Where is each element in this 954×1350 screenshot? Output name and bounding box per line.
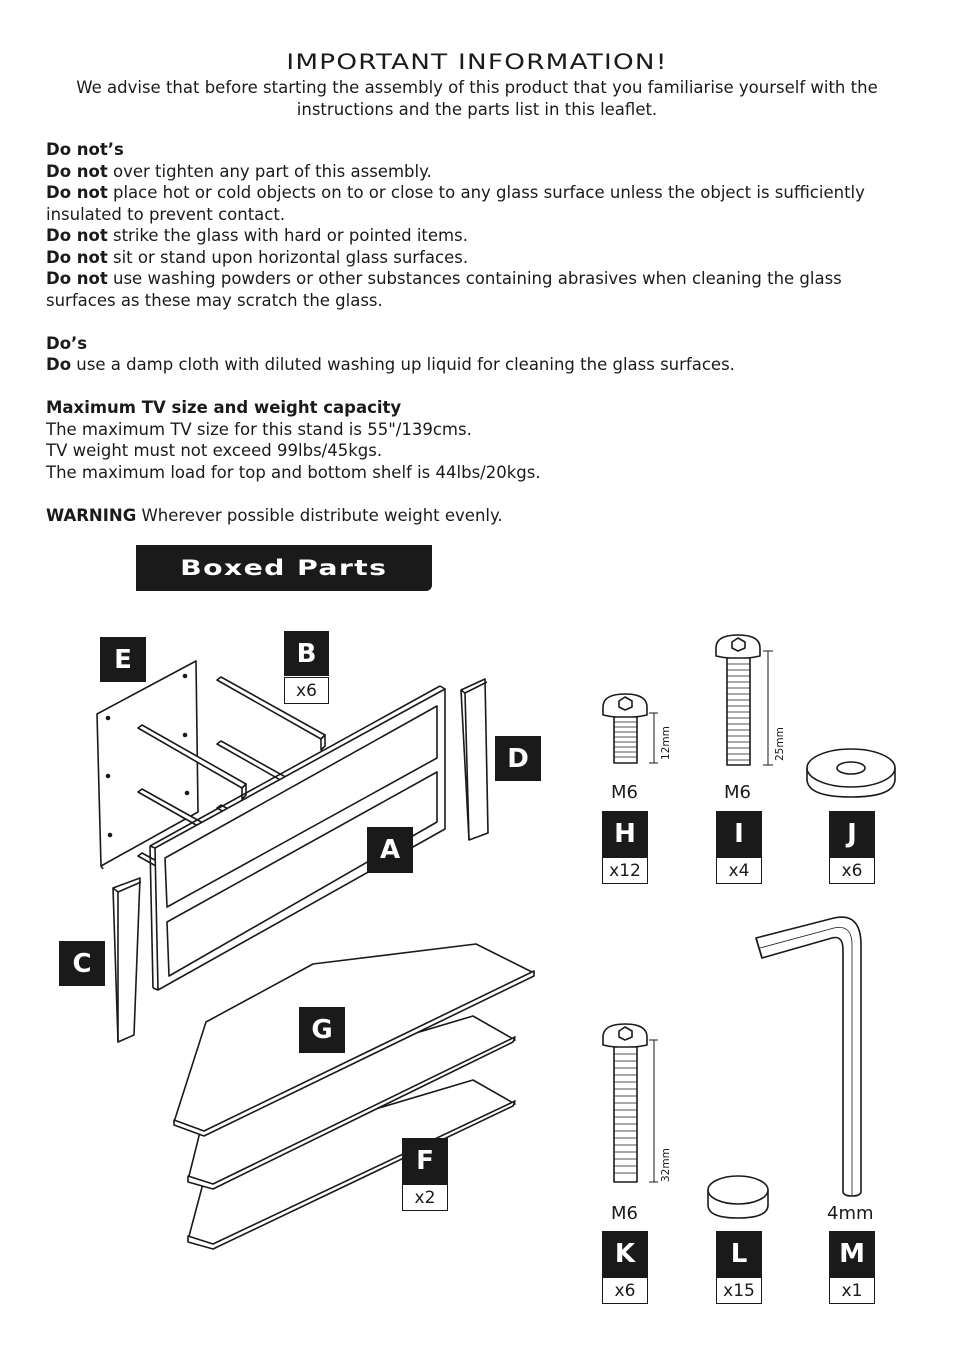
part-label-j: J (829, 811, 875, 857)
h-length-label: 12mm (660, 726, 672, 760)
part-a-drawing (149, 685, 446, 991)
part-k-drawing (602, 1023, 658, 1183)
part-j-drawing (806, 748, 896, 798)
part-h-drawing (602, 693, 658, 764)
dos-heading: Do’s (46, 333, 88, 353)
part-j-qty: x6 (829, 857, 875, 884)
dont-item: Do not sit or stand upon horizontal glas… (46, 247, 469, 267)
dont-item: Do not use washing powders or other subs… (46, 269, 842, 310)
part-k-qty: x6 (602, 1277, 648, 1304)
part-l-qty: x15 (716, 1277, 762, 1304)
part-label-b: B (284, 631, 329, 676)
part-label-i: I (716, 811, 762, 857)
capacity-heading: Maximum TV size and weight capacity (46, 398, 402, 417)
capacity-line: The maximum load for top and bottom shel… (46, 462, 541, 482)
do-item: Do use a damp cloth with diluted washing… (46, 355, 735, 374)
capacity-line: TV weight must not exceed 99lbs/45kgs. (46, 441, 383, 460)
part-e-drawing (96, 660, 199, 870)
boxed-parts-banner: Boxed Parts (136, 545, 432, 591)
part-l-drawing (707, 1175, 769, 1219)
part-label-g: G (299, 1007, 345, 1053)
part-label-l: L (716, 1231, 762, 1277)
k-size-label: M6 (611, 1203, 638, 1224)
part-c-drawing (112, 877, 142, 1043)
m-size-label: 4mm (827, 1203, 874, 1224)
warning-line: WARNING Wherever possible distribute wei… (46, 505, 503, 525)
part-h-qty: x12 (602, 857, 648, 884)
part-b-qty: x6 (284, 677, 329, 704)
k-length-label: 32mm (660, 1148, 672, 1182)
dont-item: Do not over tighten any part of this ass… (46, 161, 432, 181)
dont-item: Do not place hot or cold objects on to o… (46, 183, 865, 224)
part-i-drawing (715, 634, 773, 766)
i-length-label: 25mm (774, 727, 786, 761)
part-label-d: D (495, 736, 541, 781)
part-g-drawing (173, 943, 535, 1137)
part-m-drawing (755, 916, 862, 1197)
part-label-a: A (367, 827, 413, 873)
dont-item: Do not strike the glass with hard or poi… (46, 226, 468, 245)
part-f-qty: x2 (402, 1184, 448, 1211)
part-label-h: H (602, 811, 648, 857)
part-label-m: M (829, 1231, 875, 1277)
part-i-qty: x4 (716, 857, 762, 884)
part-label-c: C (59, 941, 105, 986)
part-label-k: K (602, 1231, 648, 1277)
intro-text: We advise that before starting the assem… (76, 78, 878, 119)
part-f-drawing (187, 1015, 516, 1250)
part-label-f: F (402, 1138, 448, 1184)
h-size-label: M6 (611, 782, 638, 803)
part-label-e: E (100, 637, 146, 682)
part-d-drawing (460, 678, 489, 841)
page-title: IMPORTANT INFORMATION! (286, 50, 668, 74)
capacity-line: The maximum TV size for this stand is 55… (46, 419, 472, 439)
i-size-label: M6 (724, 782, 751, 803)
instructions-body: Do not’s Do not over tighten any part of… (46, 139, 916, 526)
part-m-qty: x1 (829, 1277, 875, 1304)
donts-heading: Do not’s (46, 140, 124, 159)
